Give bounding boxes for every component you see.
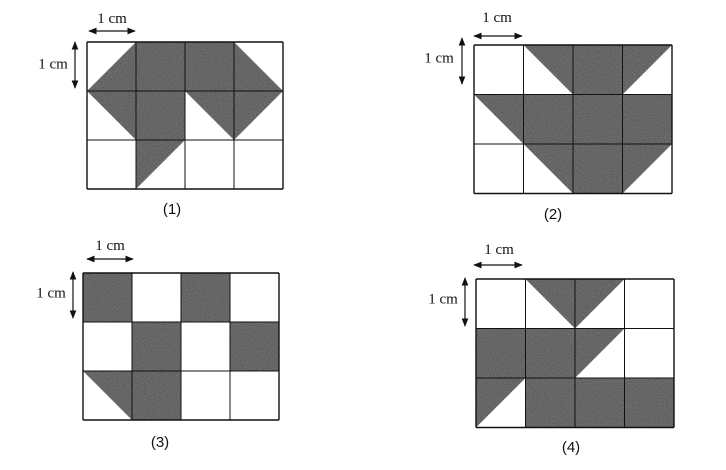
figure-4-texture bbox=[476, 279, 674, 428]
figure-4: 1 cm 1 cm (4) bbox=[428, 242, 675, 456]
figure-1-width-label: 1 cm bbox=[97, 11, 127, 27]
figure-1-height-label: 1 cm bbox=[38, 56, 68, 72]
figure-4-caption: (4) bbox=[562, 439, 580, 456]
figure-3-texture bbox=[83, 273, 279, 420]
figure-1: 1 cm 1 cm (1) bbox=[38, 11, 284, 218]
figure-2-height-label: 1 cm bbox=[424, 50, 454, 66]
figure-2-grid bbox=[473, 44, 673, 195]
figure-4-height-label: 1 cm bbox=[428, 291, 458, 307]
figure-3-shading bbox=[83, 273, 279, 420]
figure-4-width-label: 1 cm bbox=[484, 242, 514, 258]
figure-3-caption: (3) bbox=[151, 434, 169, 451]
figure-2: 1 cm 1 cm (2) bbox=[424, 10, 673, 223]
figure-4-grid bbox=[475, 278, 675, 429]
figure-1-grid bbox=[86, 41, 284, 190]
figure-4-shading bbox=[476, 279, 674, 428]
figure-1-shading bbox=[87, 42, 283, 189]
figure-3: 1 cm 1 cm (3) bbox=[36, 238, 280, 451]
figure-3-width-label: 1 cm bbox=[95, 238, 125, 254]
figure-2-texture bbox=[474, 45, 672, 194]
figure-2-shading bbox=[474, 45, 672, 194]
figure-3-height-label: 1 cm bbox=[36, 285, 66, 301]
figure-1-caption: (1) bbox=[163, 201, 181, 218]
figure-3-grid bbox=[82, 272, 280, 421]
figure-1-texture bbox=[87, 42, 283, 189]
figure-2-caption: (2) bbox=[544, 206, 562, 223]
figure-2-width-label: 1 cm bbox=[482, 10, 512, 26]
